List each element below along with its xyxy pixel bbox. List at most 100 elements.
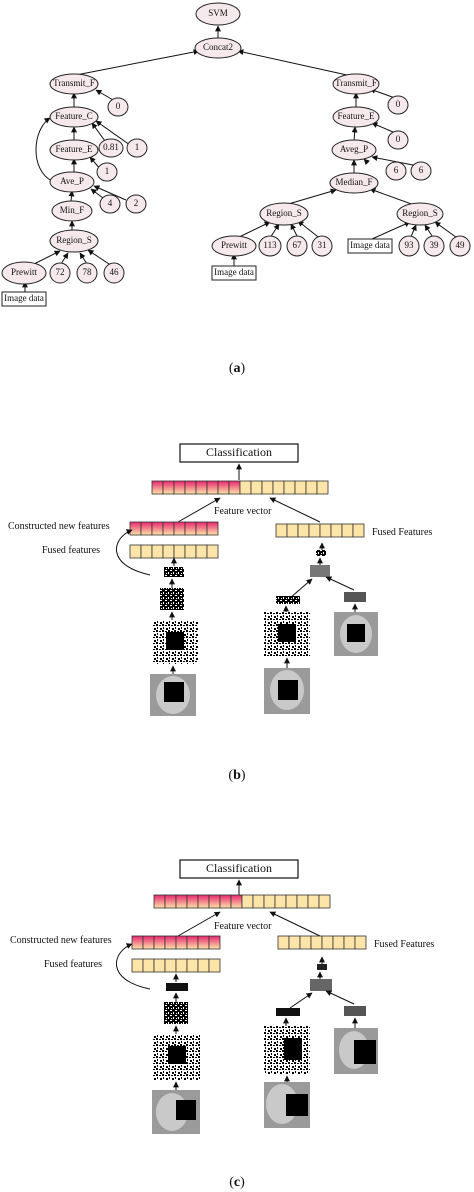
node-label: Ave_P	[60, 176, 84, 186]
node-image-data-left: Image data	[1, 291, 47, 307]
fused-left-row	[129, 544, 219, 559]
feature-cell	[197, 935, 210, 950]
feature-cell	[162, 480, 175, 495]
node-0-r1: 0	[387, 95, 409, 115]
feature-cell	[330, 523, 343, 538]
feature-cell	[241, 894, 254, 909]
node-image-data-mid: Image data	[211, 265, 257, 281]
feature-cell	[230, 894, 243, 909]
edge	[95, 89, 114, 101]
feature-cell	[321, 935, 334, 950]
feature-cell	[261, 480, 274, 495]
mask-block	[168, 1046, 186, 1064]
feature-cell	[175, 894, 188, 909]
feature-map-thumb	[164, 1002, 188, 1024]
edge-skip	[116, 943, 151, 990]
edge	[284, 188, 337, 206]
feature-cell	[142, 958, 155, 973]
fused-right-row	[277, 935, 367, 950]
node-label: 0	[116, 101, 121, 111]
classification-box	[179, 859, 299, 879]
feature-cell	[175, 958, 188, 973]
feature-vector-label: Feature vector	[214, 506, 272, 517]
node-label: Prewitt	[221, 240, 247, 250]
constructed-label: Constructed new features	[8, 521, 110, 532]
feature-cell	[288, 935, 301, 950]
feature-cell	[129, 521, 142, 536]
feature-cell	[164, 894, 177, 909]
edge	[93, 185, 127, 201]
mask-block	[166, 632, 184, 650]
node-label: 0.81	[103, 142, 119, 152]
feature-cell	[184, 544, 197, 559]
node-label: 72	[56, 267, 65, 277]
feature-map-thumb	[160, 588, 184, 610]
node-label: 6	[394, 165, 399, 175]
node-label: Feature_E	[56, 144, 93, 154]
edge	[75, 49, 200, 76]
node-label: Region_S	[266, 208, 302, 218]
feature-cell	[195, 480, 208, 495]
feature-cell	[318, 894, 331, 909]
feature-cell	[354, 935, 367, 950]
node-39: 39	[423, 235, 445, 257]
fused-left-row	[131, 958, 221, 973]
node-label: 93	[405, 240, 415, 250]
face-image	[334, 612, 378, 656]
feature-vector-label: Feature vector	[214, 921, 272, 932]
face-image	[264, 1082, 310, 1128]
node-transmit-right: Transmit_F	[332, 73, 380, 95]
node-label: Concat2	[203, 42, 233, 52]
node-label: 0	[396, 134, 401, 144]
node-label: 78	[83, 267, 93, 277]
feature-cell	[228, 480, 241, 495]
node-image-data-right: Image data	[347, 238, 393, 254]
classification-label: Classification	[206, 445, 272, 459]
feature-vector-row	[153, 894, 331, 909]
feature-cell	[308, 523, 321, 538]
edge	[289, 578, 313, 599]
feature-cell	[131, 935, 144, 950]
feature-cell	[296, 894, 309, 909]
node-label: Image data	[4, 293, 44, 303]
feature-cell	[164, 958, 177, 973]
edge	[79, 252, 88, 265]
node-49: 49	[449, 235, 471, 257]
node-67: 67	[286, 235, 308, 257]
tree-edges	[22, 25, 461, 292]
feature-cell	[274, 894, 287, 909]
feature-cell	[197, 958, 210, 973]
panel-c: Classification Feature vector Constructe…	[10, 859, 434, 1190]
feature-cell	[208, 935, 221, 950]
caption-paren: )	[241, 768, 246, 783]
feature-cell	[153, 958, 166, 973]
node-feature-e-left: Feature_E	[49, 139, 99, 161]
node-1b: 1	[96, 162, 118, 182]
node-prewitt-right: Prewitt	[211, 235, 257, 257]
feature-cell	[310, 935, 323, 950]
feature-map-thumb	[166, 983, 188, 991]
node-region-s-left: Region_S	[49, 229, 99, 253]
fused-right-row	[275, 523, 365, 538]
feature-cell	[162, 521, 175, 536]
feature-map-thumb	[276, 596, 300, 604]
node-label: Aveg_P	[340, 144, 368, 154]
feature-map-thumb	[164, 567, 184, 577]
edge	[371, 221, 411, 240]
feature-cell	[162, 544, 175, 559]
node-2: 2	[125, 194, 147, 214]
edge	[87, 249, 113, 267]
node-svm: SVM	[195, 2, 241, 26]
feature-cell	[239, 480, 252, 495]
feature-cell	[140, 544, 153, 559]
node-transmit-left: Transmit_F	[49, 73, 99, 95]
feature-map-thumb	[344, 592, 366, 602]
node-label: 1	[135, 142, 140, 152]
node-label: 6	[419, 165, 424, 175]
feature-cell	[272, 480, 285, 495]
feature-cell	[263, 894, 276, 909]
node-label: 0	[396, 99, 401, 109]
caption-paren: (	[228, 768, 233, 783]
edge-skip	[116, 529, 151, 576]
panel-a-tree: SVM Concat2 Transmit_F 0 Feature_C 0.81 …	[1, 2, 471, 376]
